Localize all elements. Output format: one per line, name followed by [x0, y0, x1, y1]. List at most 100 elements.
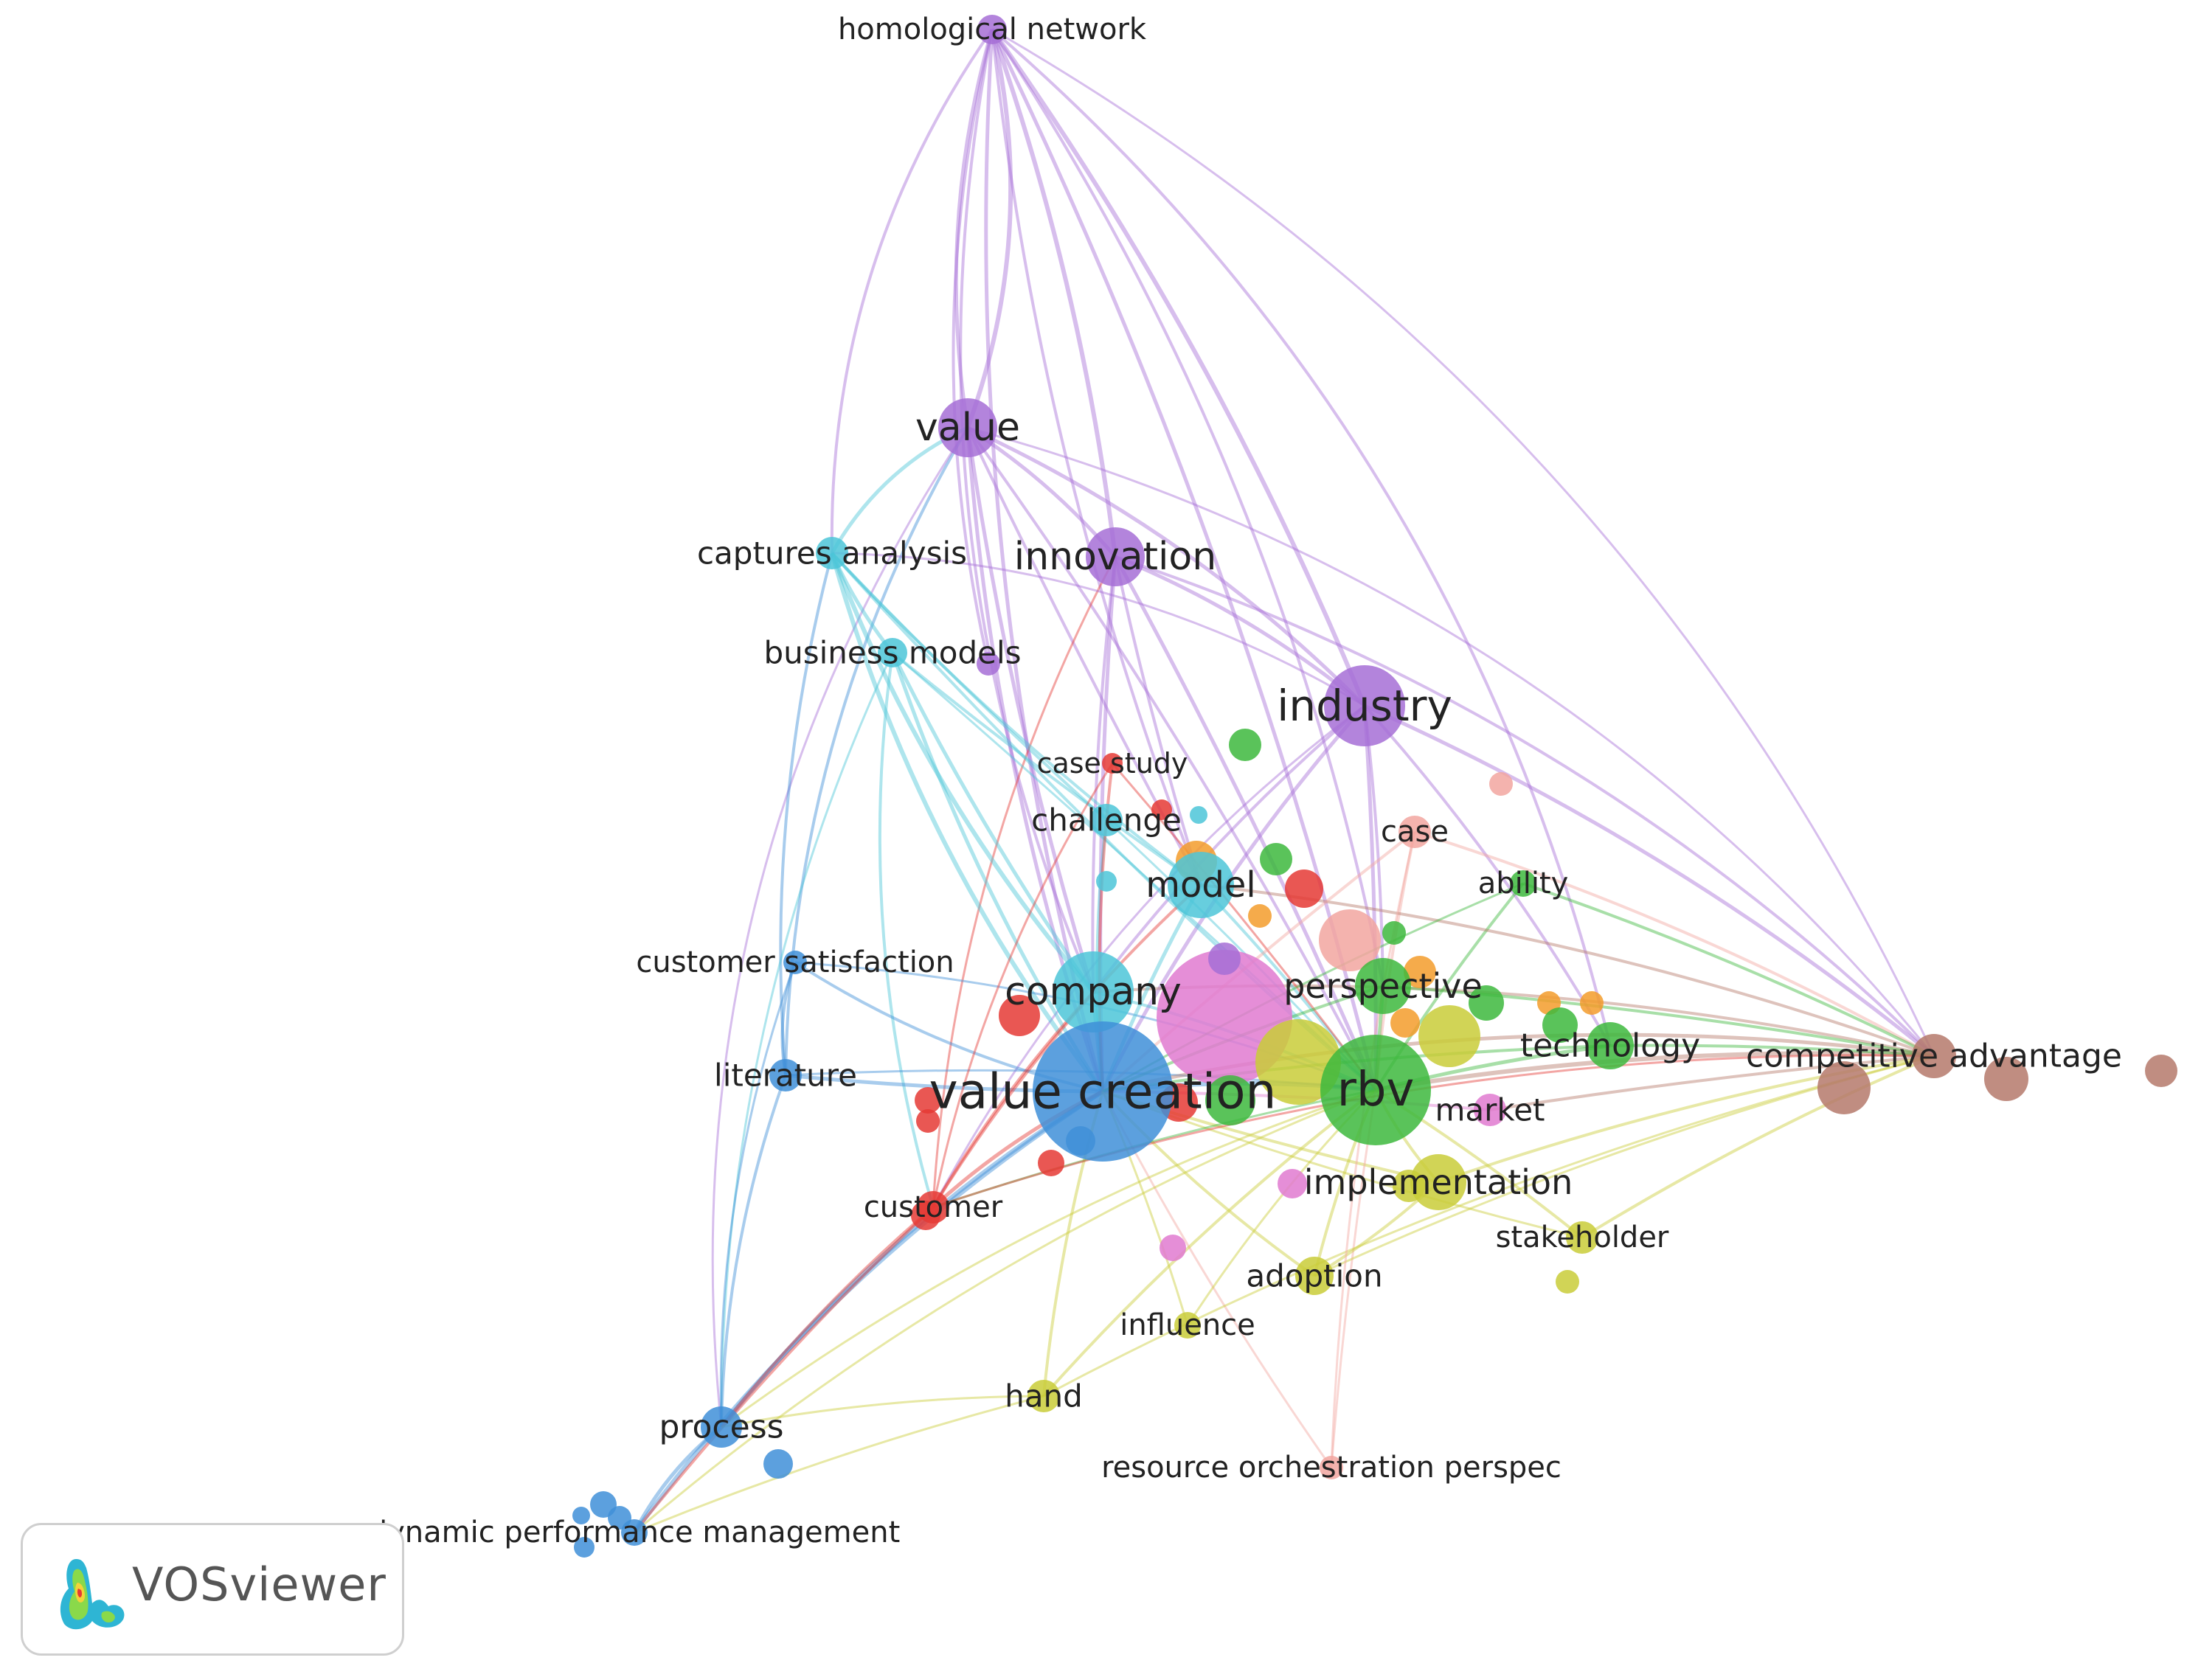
minor-node-5[interactable]	[1285, 869, 1323, 908]
minor-node-2[interactable]	[1418, 1005, 1480, 1067]
edge-value-industry	[966, 426, 1366, 707]
label-technology: technology	[1520, 1027, 1700, 1065]
node-bm-purple[interactable]	[977, 652, 1000, 676]
edge-homological_network-captures_analysis	[830, 28, 994, 554]
node-implementation[interactable]	[1410, 1154, 1466, 1210]
node-competitive-advantage[interactable]	[1912, 1034, 1956, 1078]
minor-node-34[interactable]	[2145, 1055, 2177, 1087]
label-company: company	[1005, 970, 1182, 1014]
edge-case_study-customer	[932, 763, 1114, 1208]
edge-innovation-competitive_advantage	[1115, 555, 1935, 1058]
minor-node-14[interactable]	[1208, 943, 1241, 975]
node-customer[interactable]	[917, 1191, 949, 1223]
minor-node-9[interactable]	[1190, 806, 1207, 824]
node-adoption[interactable]	[1295, 1257, 1334, 1295]
label-model: model	[1146, 864, 1255, 906]
node-ability[interactable]	[1510, 870, 1536, 897]
node-model[interactable]	[1168, 852, 1234, 918]
edge-customer_satisfaction-process	[719, 962, 797, 1428]
node-perspective[interactable]	[1355, 958, 1411, 1014]
vosviewer-badge: VOSviewer	[21, 1523, 404, 1656]
node-captures-analysis[interactable]	[816, 537, 848, 569]
node-case-study[interactable]	[1102, 753, 1123, 774]
edge-homological_network-bm_purple	[952, 29, 994, 664]
edge-value-competitive_advantage	[967, 426, 1935, 1057]
node-influence[interactable]	[1174, 1312, 1201, 1339]
edge-value-literature	[784, 426, 969, 1076]
node-dynamic-performance-management[interactable]	[621, 1519, 648, 1546]
edge-value-rbv	[966, 426, 1377, 1091]
node-resource-orchestration[interactable]	[1320, 1456, 1343, 1479]
minor-node-21[interactable]	[999, 995, 1040, 1036]
edge-captures_analysis-value_creation	[830, 552, 1105, 1093]
minor-node-23[interactable]	[916, 1109, 940, 1133]
minor-node-26[interactable]	[1038, 1150, 1064, 1176]
label-case: case	[1381, 815, 1449, 849]
label-perspective: perspective	[1283, 966, 1483, 1006]
minor-node-28[interactable]	[1278, 1169, 1307, 1198]
minor-node-22[interactable]	[915, 1087, 941, 1114]
minor-node-15[interactable]	[1404, 956, 1436, 988]
node-stakeholder[interactable]	[1566, 1221, 1598, 1254]
minor-node-11[interactable]	[1489, 772, 1513, 796]
edge-literature-process	[720, 1075, 787, 1428]
node-process[interactable]	[701, 1406, 742, 1448]
edge-homological_network-company	[959, 29, 1095, 993]
node-value[interactable]	[938, 398, 997, 457]
edge-hand-process	[721, 1395, 1044, 1429]
minor-node-1[interactable]	[1255, 1019, 1341, 1105]
label-hand: hand	[1005, 1378, 1083, 1415]
node-business-models[interactable]	[878, 638, 907, 667]
label-captures-analysis: captures analysis	[697, 535, 967, 572]
node-layer	[572, 15, 2177, 1558]
node-homological-network[interactable]	[977, 15, 1007, 44]
node-rbv[interactable]	[1320, 1035, 1431, 1145]
label-value-creation: value creation	[929, 1063, 1277, 1120]
node-hand[interactable]	[1027, 1380, 1060, 1412]
label-customer: customer	[864, 1190, 1003, 1224]
minor-node-39[interactable]	[574, 1537, 595, 1558]
minor-node-7[interactable]	[1248, 904, 1272, 928]
edge-captures_analysis-model	[831, 552, 1202, 886]
minor-node-19[interactable]	[1542, 1007, 1578, 1043]
minor-node-3[interactable]	[1229, 729, 1261, 761]
minor-node-18[interactable]	[1580, 991, 1604, 1015]
edge-value_creation-process	[719, 1089, 1104, 1429]
minor-node-33[interactable]	[1984, 1057, 2028, 1101]
label-innovation: innovation	[1014, 535, 1216, 579]
node-challenge[interactable]	[1090, 804, 1123, 836]
minor-node-32[interactable]	[1817, 1061, 1871, 1114]
node-value-creation[interactable]	[1033, 1021, 1173, 1162]
label-literature: literature	[714, 1058, 857, 1094]
edge-hand-competitive_advantage	[1043, 1055, 1935, 1398]
edge-layer	[632, 28, 1935, 1534]
edge-hand-dynamic_performance_management	[634, 1395, 1044, 1534]
minor-node-10[interactable]	[1151, 799, 1172, 820]
minor-node-16[interactable]	[1469, 985, 1504, 1021]
minor-node-4[interactable]	[1260, 843, 1292, 875]
minor-node-13[interactable]	[1382, 921, 1406, 945]
minor-node-30[interactable]	[1160, 1235, 1186, 1261]
minor-node-25[interactable]	[1205, 1075, 1255, 1125]
minor-node-12[interactable]	[1319, 909, 1381, 971]
edge-customer-process	[720, 1206, 935, 1429]
node-industry[interactable]	[1324, 665, 1405, 746]
minor-node-40[interactable]	[572, 1507, 590, 1524]
node-customer-satisfaction[interactable]	[783, 951, 807, 974]
label-challenge: challenge	[1031, 802, 1182, 839]
node-market[interactable]	[1474, 1094, 1506, 1126]
minor-node-20[interactable]	[1390, 1008, 1420, 1038]
node-literature[interactable]	[769, 1059, 802, 1091]
minor-node-8[interactable]	[1096, 871, 1117, 892]
node-technology[interactable]	[1587, 1022, 1634, 1069]
edge-value-process	[711, 427, 969, 1428]
edge-value_creation-dynamic_performance_management	[632, 1089, 1104, 1534]
minor-node-36[interactable]	[763, 1449, 793, 1479]
minor-node-31[interactable]	[1556, 1270, 1579, 1294]
edge-customer-dynamic_performance_management	[633, 1206, 935, 1534]
label-case-study: case study	[1037, 747, 1188, 780]
node-company[interactable]	[1053, 951, 1134, 1032]
label-homological-network: homological network	[838, 13, 1147, 46]
node-case[interactable]	[1398, 816, 1431, 848]
node-innovation[interactable]	[1086, 527, 1145, 586]
